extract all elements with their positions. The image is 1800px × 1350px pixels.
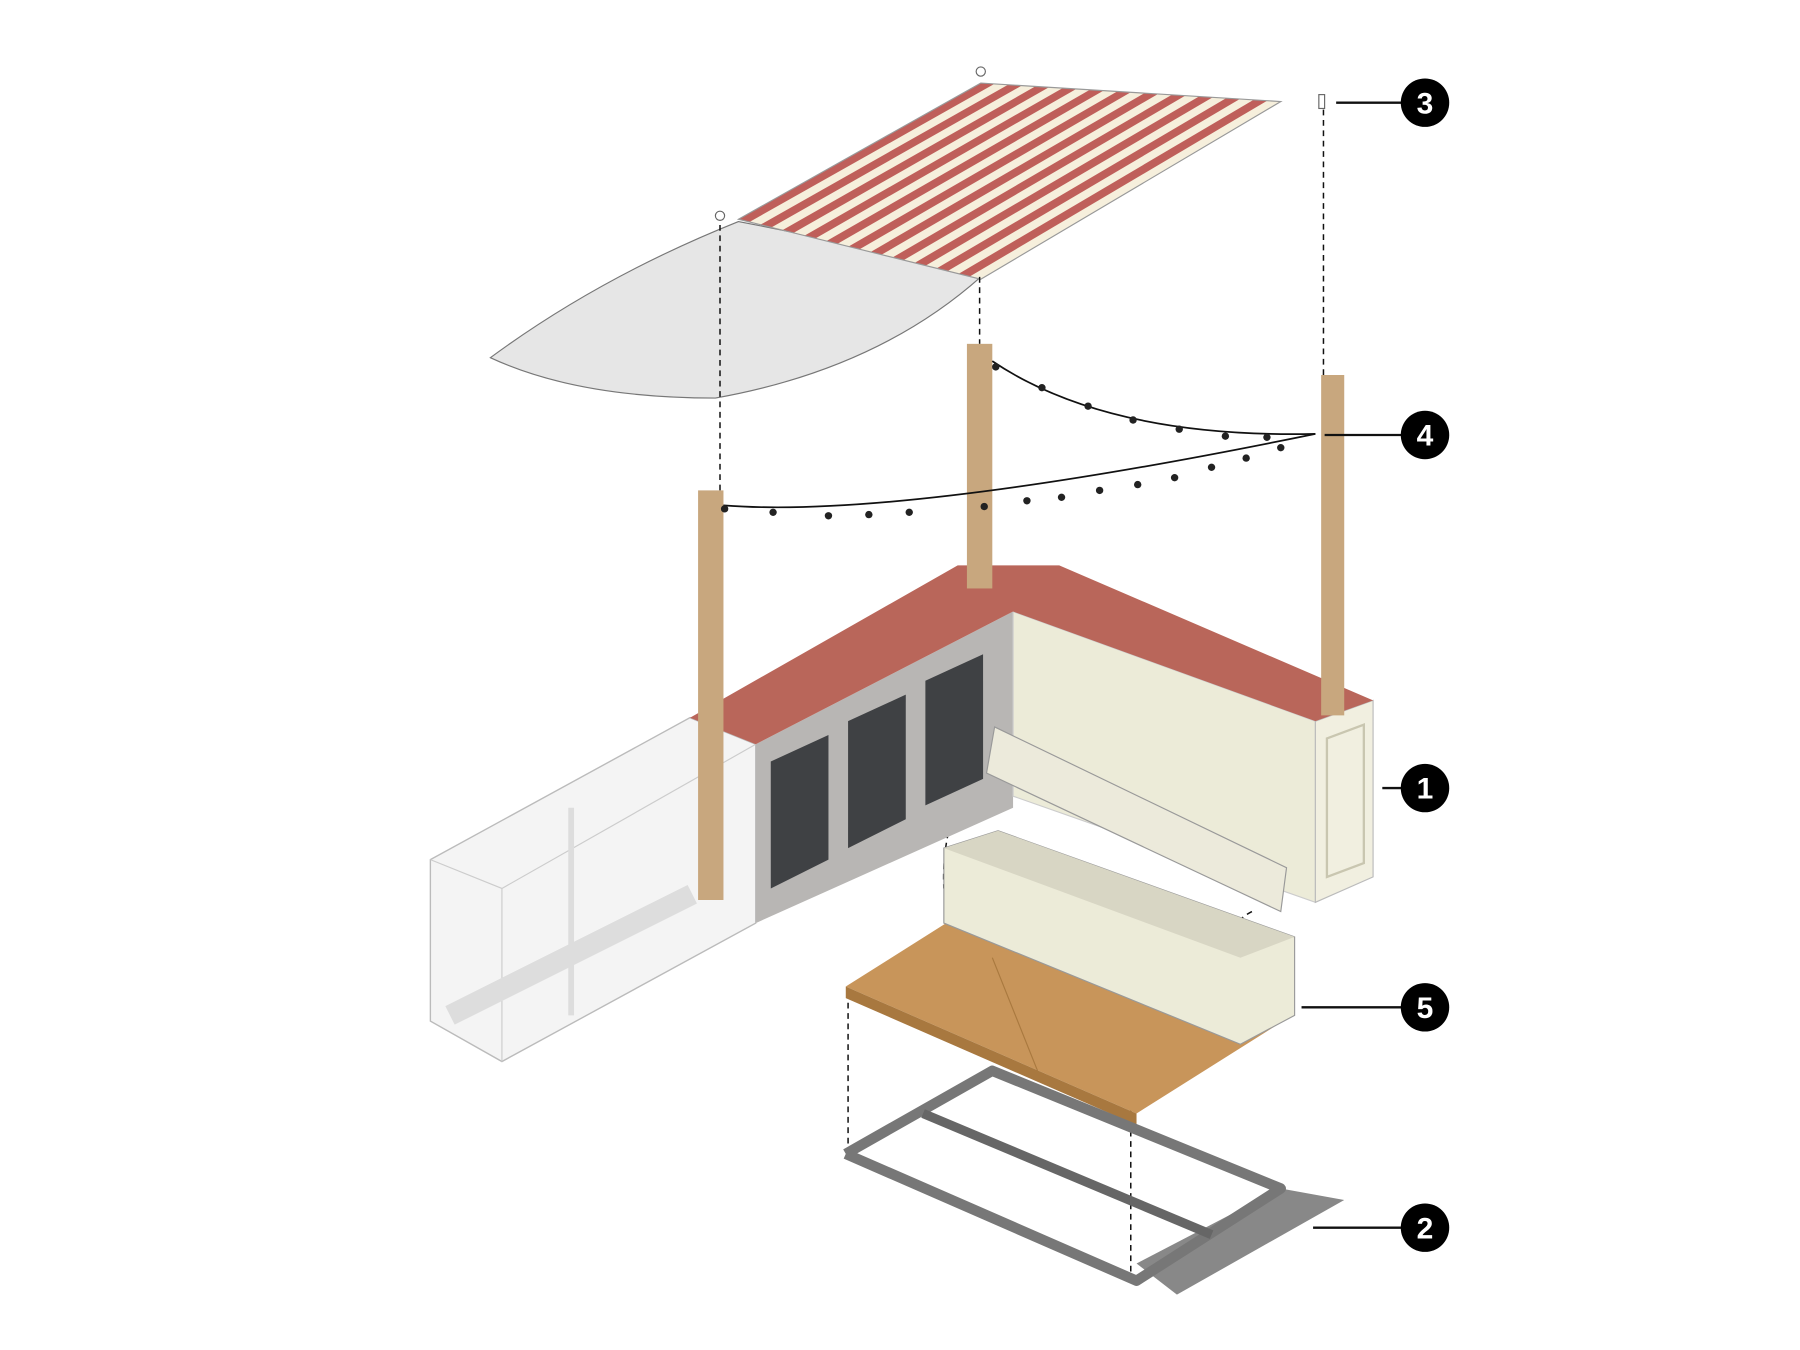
- callout-5: 5: [1301, 983, 1450, 1032]
- svg-text:4: 4: [1417, 420, 1434, 453]
- light-bulb: [1242, 454, 1250, 462]
- callout-4: 4: [1324, 410, 1450, 460]
- counter-end-cap: [1314, 699, 1374, 904]
- sail-stripe: [804, 88, 1077, 239]
- string-lights: [720, 360, 1316, 520]
- light-bulb: [905, 508, 913, 516]
- sail-stripe: [782, 86, 1049, 233]
- sail-stripe: [760, 84, 1022, 228]
- light-bulb: [1277, 444, 1285, 452]
- sail-stripe: [936, 98, 1240, 272]
- light-bulb: [1263, 433, 1271, 441]
- light-bulb: [1084, 402, 1092, 410]
- light-bulb: [992, 363, 1000, 371]
- canopy: [489, 66, 1326, 399]
- light-bulb: [769, 508, 777, 516]
- callout-3: 3: [1336, 78, 1450, 127]
- callout-1: 1: [1382, 763, 1450, 813]
- light-bulb: [824, 512, 833, 520]
- light-bulb: [1170, 474, 1179, 482]
- bin: [770, 735, 829, 889]
- sail-stripe: [870, 93, 1159, 255]
- bin: [925, 654, 984, 806]
- light-bulb: [720, 505, 729, 513]
- storage-bench: [943, 726, 1296, 1045]
- callout-2: 2: [1313, 1203, 1450, 1252]
- counter-top: [690, 565, 1374, 745]
- bench-lid: [985, 726, 1288, 913]
- deck: [845, 923, 1293, 1125]
- light-bulb: [1134, 480, 1142, 489]
- post: [698, 490, 724, 900]
- sail-stripes: [738, 83, 1268, 277]
- canopy-anchor: [975, 66, 986, 77]
- svg-text:3: 3: [1417, 87, 1434, 120]
- sail-stripe: [826, 89, 1104, 244]
- post: [966, 343, 993, 589]
- light-bulb: [1207, 463, 1216, 471]
- light-bulb: [865, 510, 873, 519]
- svg-text:5: 5: [1417, 992, 1434, 1025]
- light-bulb: [1095, 486, 1104, 495]
- light-bulb: [1057, 493, 1066, 501]
- base-frame: [843, 1065, 1345, 1295]
- sail-stripe: [848, 91, 1131, 250]
- light-bulb: [980, 502, 988, 511]
- svg-text:2: 2: [1417, 1212, 1434, 1245]
- canopy-striped-sail: [738, 83, 1281, 280]
- sail-stripe: [738, 83, 995, 222]
- canopy-anchor: [1318, 94, 1326, 110]
- light-bulb: [1129, 416, 1137, 424]
- sail-stripe: [958, 99, 1268, 277]
- light-bulb: [1221, 432, 1230, 440]
- svg-text:1: 1: [1417, 773, 1434, 806]
- end-cap-panel: [1325, 722, 1365, 879]
- sail-stripe: [892, 94, 1186, 261]
- light-bulb: [1175, 425, 1183, 433]
- light-bulb: [1038, 384, 1046, 392]
- post: [1321, 375, 1345, 716]
- bin: [848, 694, 906, 849]
- sail-stripe: [914, 96, 1213, 266]
- canopy-anchor: [714, 210, 726, 221]
- waste-bins: [770, 654, 984, 889]
- posts: [698, 343, 1345, 900]
- light-bulb: [1023, 497, 1031, 505]
- counter-module: [690, 565, 1374, 924]
